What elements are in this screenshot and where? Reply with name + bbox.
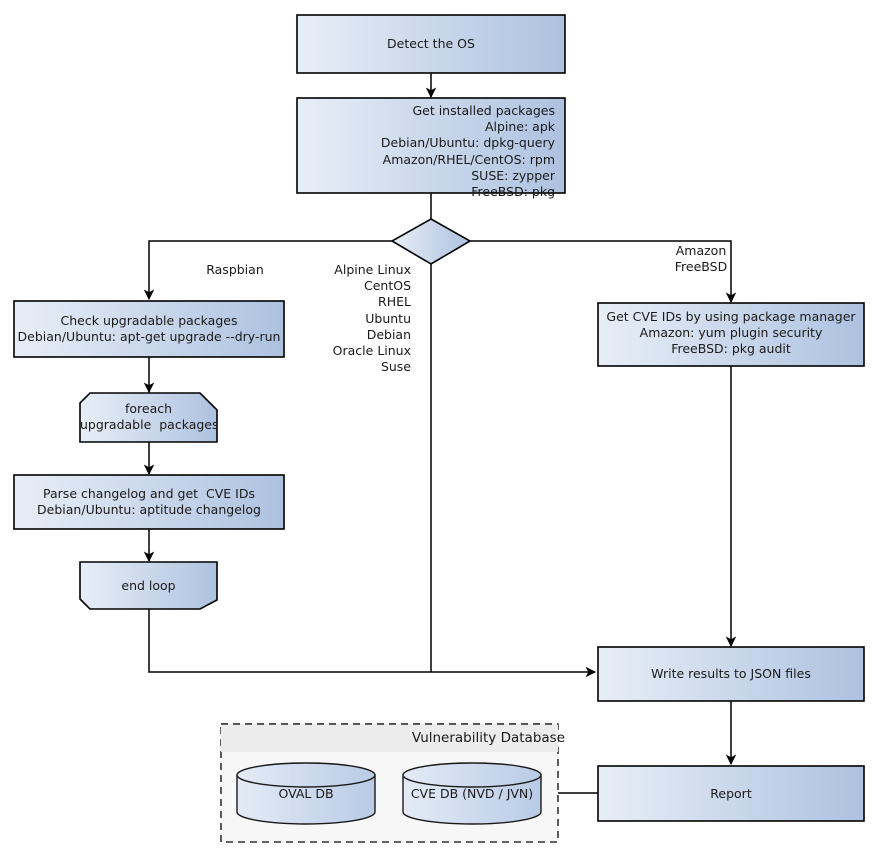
edge-decision-to-check-upgradable — [143, 240, 392, 301]
node-get-cve-ids[interactable] — [597, 302, 865, 367]
node-parse-changelog[interactable] — [13, 474, 285, 530]
node-get-installed-packages[interactable] — [296, 97, 566, 194]
node-os-decision[interactable] — [390, 218, 472, 265]
node-report[interactable] — [597, 765, 865, 822]
edge-decision-to-get-cve — [470, 240, 737, 304]
node-foreach-loop[interactable] — [79, 392, 218, 443]
edge-label-middle-os-list: Alpine Linux CentOS RHEL Ubuntu Debian O… — [332, 262, 411, 375]
oval-db-cylinder[interactable] — [236, 762, 376, 825]
node-end-loop[interactable] — [79, 561, 218, 610]
edge-label-raspbian: Raspbian — [206, 262, 264, 277]
node-check-upgradable[interactable] — [13, 300, 285, 358]
vulndb-container-header — [221, 724, 558, 752]
cve-db-cylinder[interactable] — [402, 762, 542, 825]
edge-label-amazon-freebsd: Amazon FreeBSD — [674, 243, 728, 275]
edge-endloop-to-write-results — [148, 609, 597, 678]
node-write-results[interactable] — [597, 646, 865, 702]
node-detect-os[interactable] — [296, 14, 566, 74]
